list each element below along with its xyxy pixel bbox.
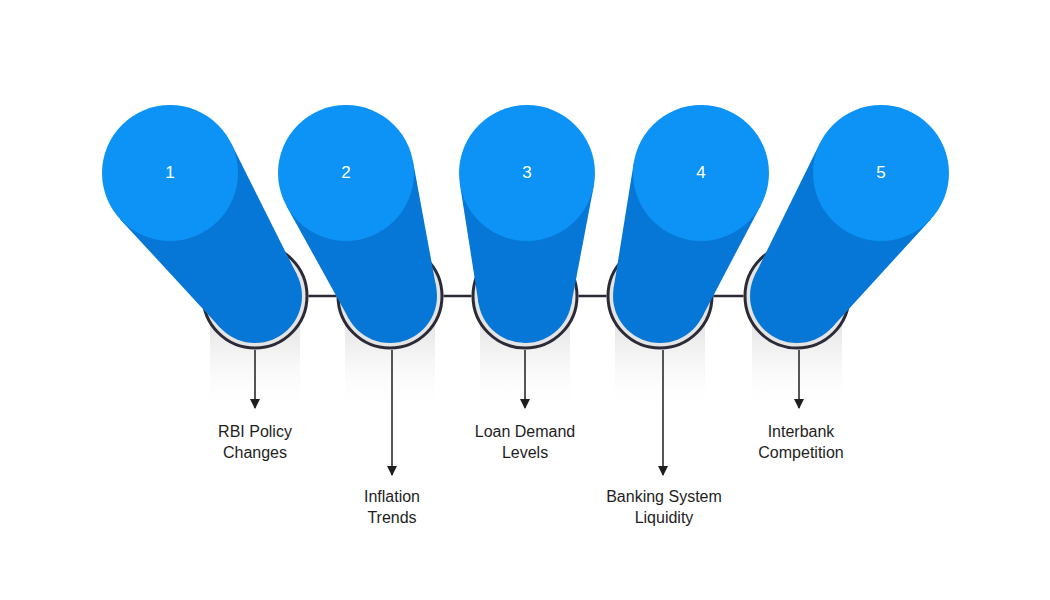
cylinder-step: 3: [456, 102, 598, 351]
leader-arrow: [798, 350, 800, 408]
step-number: 4: [696, 163, 705, 183]
connector-line: [579, 295, 607, 298]
cylinder-shape: [742, 102, 952, 351]
leader-arrows: [255, 350, 799, 475]
factor-label: Loan Demand Levels: [465, 421, 585, 463]
cylinder-step: 5: [742, 102, 952, 351]
leader-arrow: [662, 350, 664, 475]
step-number: 3: [522, 163, 531, 183]
cylinder-shape: [456, 102, 598, 351]
cylinder-step: 2: [275, 102, 445, 351]
connector-line: [444, 295, 472, 298]
leader-arrow: [524, 350, 526, 408]
factor-label: Inflation Trends: [342, 486, 442, 528]
leader-arrow: [391, 350, 393, 475]
cylinder-cap: [633, 105, 769, 241]
leader-arrow: [254, 350, 256, 408]
cylinder-cap: [102, 105, 238, 241]
step-number: 2: [341, 163, 350, 183]
cylinder-cap: [459, 105, 595, 241]
factor-label: Banking System Liquidity: [594, 486, 734, 528]
cylinder-step: 1: [99, 102, 310, 351]
cylinder-cap: [278, 105, 414, 241]
factor-label: Interbank Competition: [741, 421, 861, 463]
connector-line: [714, 295, 744, 298]
cylinder-shape: [275, 102, 445, 351]
factor-label: RBI Policy Changes: [195, 421, 315, 463]
step-number: 1: [165, 163, 174, 183]
cylinder-cap: [813, 105, 949, 241]
cylinder-shape: [99, 102, 310, 351]
step-number: 5: [876, 163, 885, 183]
connector-line: [309, 295, 337, 298]
